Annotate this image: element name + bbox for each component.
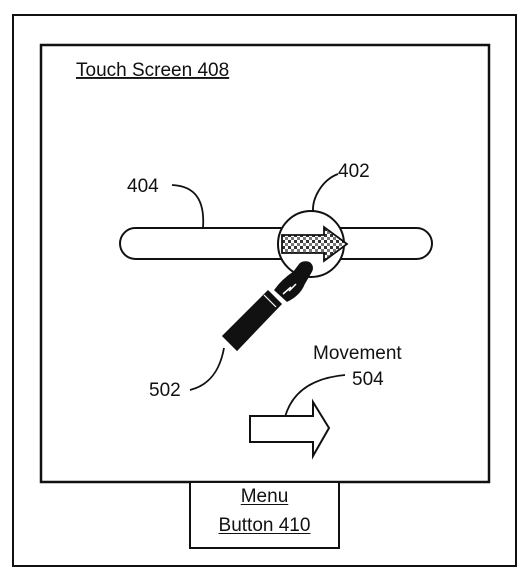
right-arrow-icon	[249, 398, 331, 460]
thumb-leader-line	[312, 173, 339, 213]
slider-track[interactable]	[119, 227, 433, 260]
movement-label: Movement	[313, 343, 402, 364]
slider-leader-line	[171, 184, 205, 229]
menu-button-frame	[189, 481, 340, 549]
menu-button-label-line1: Menu	[240, 486, 289, 507]
movement-ref: 504	[352, 369, 384, 390]
right-arrow-icon	[281, 225, 349, 263]
device-frame	[12, 14, 517, 567]
thumb-ref: 402	[338, 161, 370, 182]
movement-leader-line	[284, 374, 346, 418]
touch-screen[interactable]	[39, 43, 491, 484]
pointing-hand-icon	[221, 261, 313, 352]
finger-ref: 502	[149, 380, 181, 401]
touch-screen-label: Touch Screen 408	[76, 60, 229, 81]
slider-ref: 404	[127, 176, 159, 197]
finger-leader-line	[189, 347, 225, 391]
slider-thumb[interactable]	[277, 210, 349, 278]
menu-button-label-line2: Button 410	[218, 515, 311, 536]
